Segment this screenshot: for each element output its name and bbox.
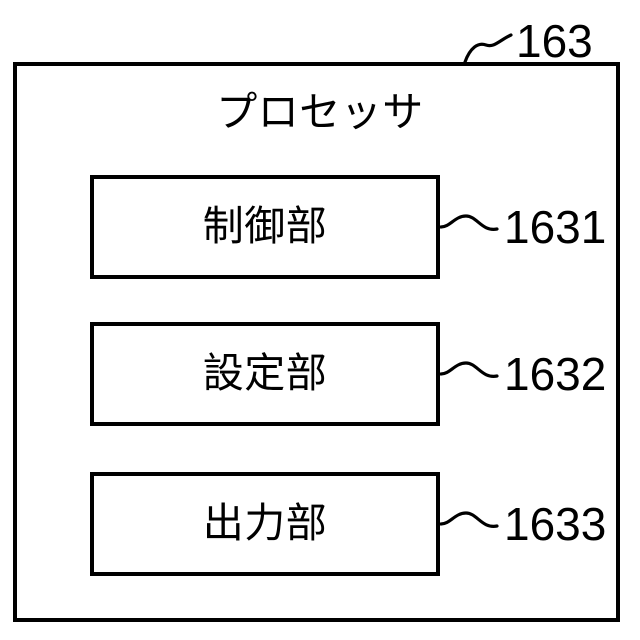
setting-unit-label: 設定部	[202, 350, 328, 396]
leader-line-163	[463, 33, 513, 64]
processor-block-title: プロセッサ	[216, 89, 424, 135]
reference-numeral-163: 163	[516, 15, 593, 67]
output-unit-block: 出力部	[90, 472, 440, 576]
reference-numeral-1631: 1631	[504, 201, 607, 253]
control-unit-block: 制御部	[90, 175, 440, 279]
reference-numeral-1633: 1633	[504, 498, 607, 550]
setting-unit-block: 設定部	[90, 322, 440, 426]
reference-numeral-1632: 1632	[504, 348, 607, 400]
control-unit-label: 制御部	[202, 203, 328, 249]
output-unit-label: 出力部	[202, 500, 328, 546]
